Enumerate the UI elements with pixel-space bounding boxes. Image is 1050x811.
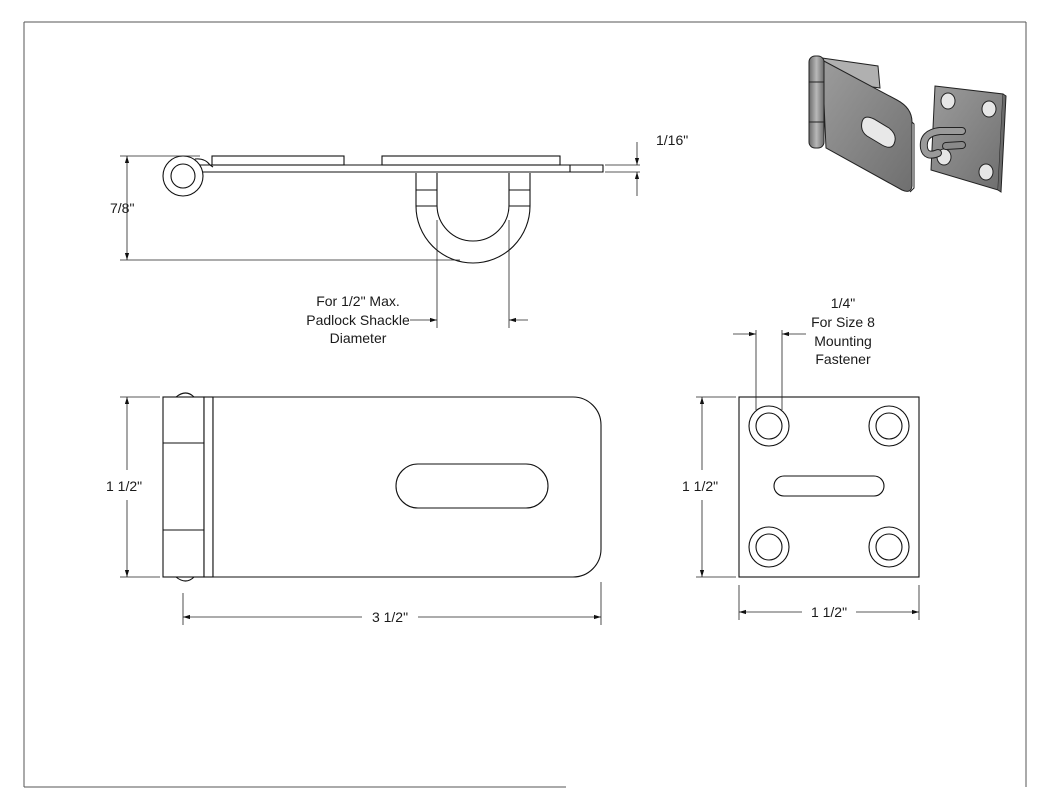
- side-view-dimensions: [120, 142, 640, 328]
- fastener-note-line-2: For Size 8: [811, 314, 875, 330]
- side-thickness-label: 1/16": [656, 132, 688, 148]
- staple-height-label: 1 1/2": [682, 478, 718, 494]
- staple-width-label: 1 1/2": [811, 604, 847, 620]
- drawing-frame: [23, 21, 1027, 788]
- shackle-note-line-1: For 1/2" Max.: [316, 293, 400, 309]
- side-height-label: 7/8": [110, 200, 134, 216]
- shackle-note-line-2: Padlock Shackle: [306, 312, 410, 328]
- hasp-height-label: 1 1/2": [106, 478, 142, 494]
- isometric-render: [808, 55, 1007, 193]
- shackle-note-line-3: Diameter: [330, 330, 387, 346]
- side-view: [162, 155, 604, 264]
- staple-front-view: [738, 396, 920, 578]
- fastener-note-line-3: Mounting: [814, 333, 872, 349]
- fastener-note-line-1: 1/4": [831, 295, 855, 311]
- hasp-length-label: 3 1/2": [372, 609, 408, 625]
- shackle-note: For 1/2" Max. Padlock Shackle Diameter: [306, 293, 410, 346]
- hasp-front-view: [162, 392, 602, 582]
- staple-dimensions: [696, 330, 920, 620]
- hasp-dimensions: [120, 396, 602, 625]
- fastener-note: 1/4" For Size 8 Mounting Fastener: [811, 295, 875, 367]
- fastener-note-line-4: Fastener: [815, 351, 871, 367]
